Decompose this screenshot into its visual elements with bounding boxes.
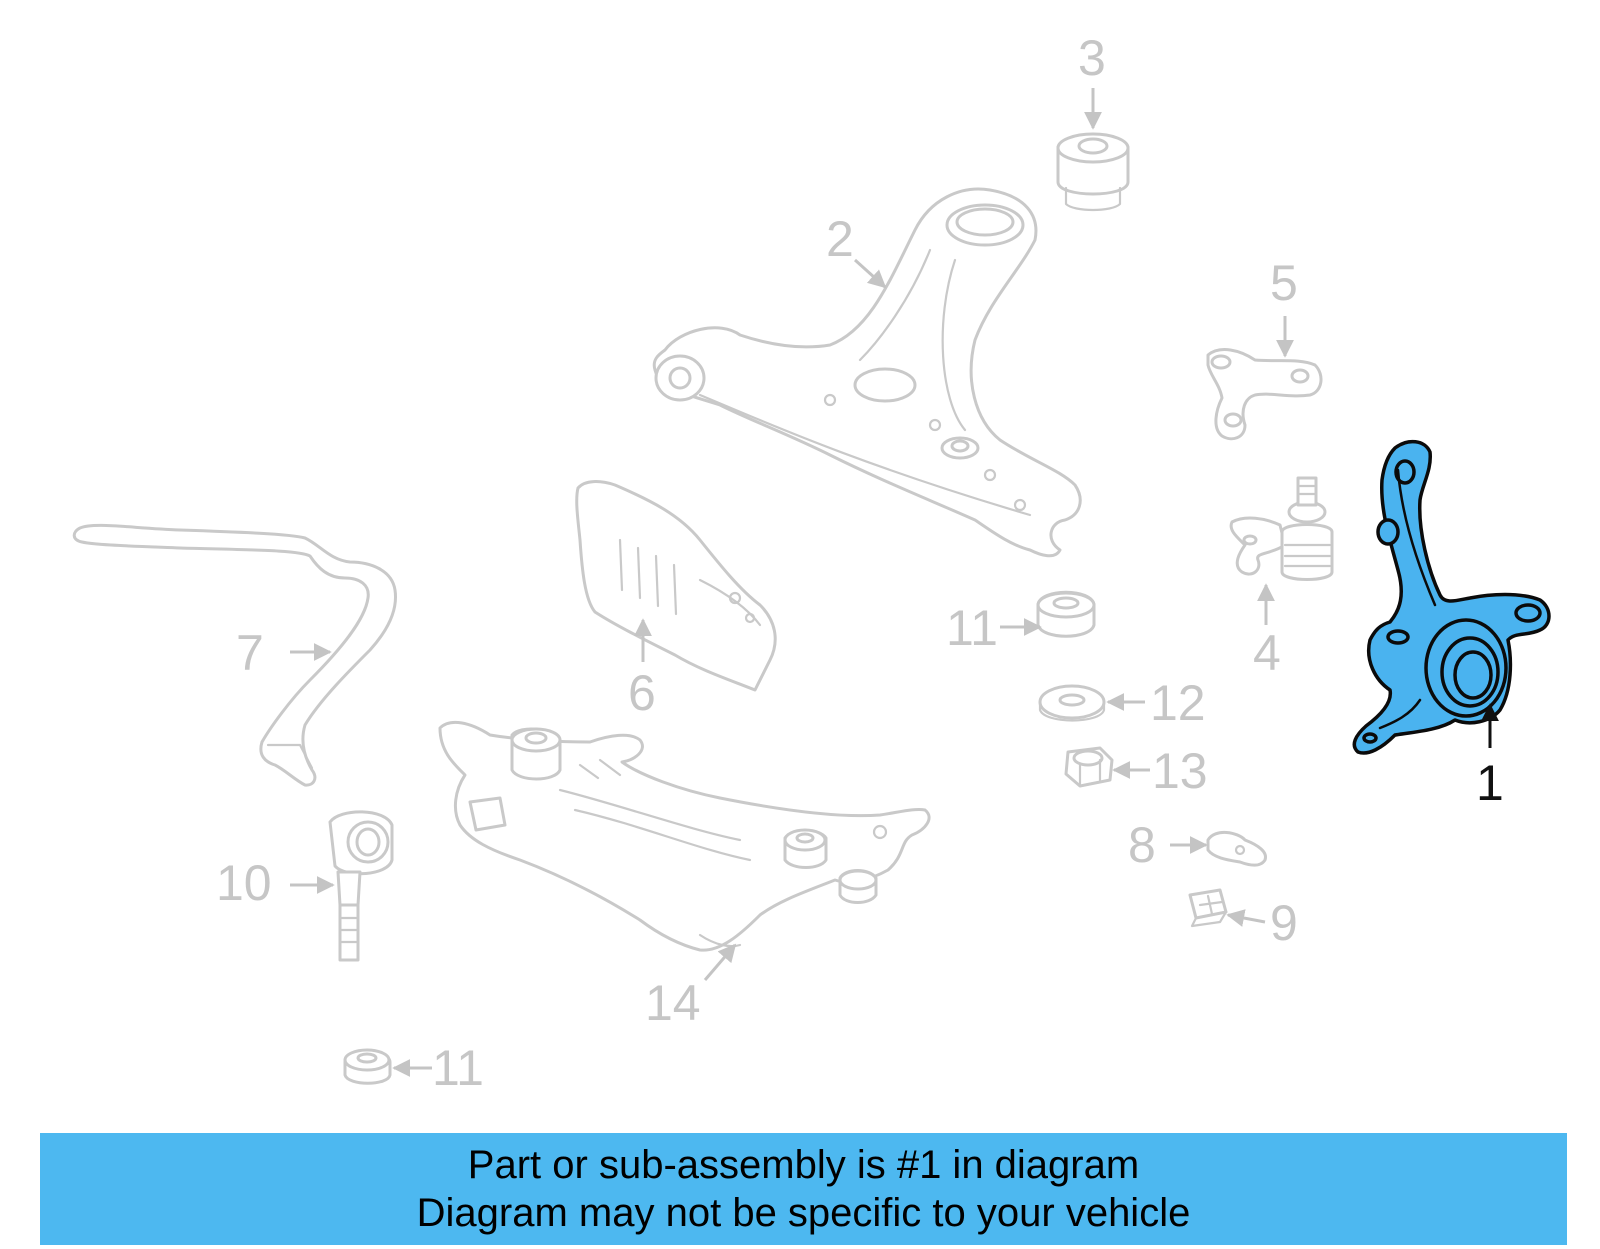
part-4-ball-joint [1229, 476, 1334, 581]
part-7-stabilizer-bar [72, 523, 398, 787]
part-1-steering-knuckle [1352, 439, 1551, 755]
callout-3: 3 [1078, 30, 1106, 86]
part-5-bracket [1206, 348, 1323, 441]
part-3-bushing [1056, 132, 1130, 212]
banner-line-disclaimer: Diagram may not be specific to your vehi… [416, 1191, 1191, 1235]
callout-7: 7 [236, 625, 264, 681]
leader-9 [1226, 909, 1266, 927]
callout-6: 6 [628, 665, 656, 721]
part-6-splash-shield [575, 480, 777, 692]
part-10-stabilizer-link [328, 810, 394, 962]
part-12-washer [1038, 684, 1106, 722]
callout-12: 12 [1150, 675, 1206, 731]
callout-14: 14 [645, 975, 701, 1031]
banner-line-part: Part or sub-assembly is #1 in diagram [467, 1143, 1140, 1187]
part-14-subframe [438, 720, 931, 952]
callout-8: 8 [1128, 817, 1156, 873]
leader-14 [703, 943, 737, 981]
part-2-control-arm [652, 187, 1082, 558]
callout-1: 1 [1476, 755, 1504, 811]
info-banner: Part or sub-assembly is #1 in diagram Di… [40, 1133, 1567, 1245]
part-13-nut [1064, 746, 1114, 788]
callout-10: 10 [216, 855, 272, 911]
part-8-clip [1206, 831, 1268, 867]
part-11-bushing-upper [1036, 590, 1096, 638]
callout-11-upper: 11 [946, 600, 998, 656]
part-11-bushing-lower [343, 1048, 392, 1085]
leader-2 [853, 258, 887, 289]
callout-5: 5 [1270, 255, 1298, 311]
callout-9: 9 [1270, 895, 1298, 951]
callout-11-lower: 11 [432, 1040, 484, 1096]
callout-13: 13 [1152, 743, 1208, 799]
callout-2: 2 [826, 211, 854, 267]
callout-4: 4 [1253, 625, 1281, 681]
part-9-clip [1188, 888, 1228, 928]
